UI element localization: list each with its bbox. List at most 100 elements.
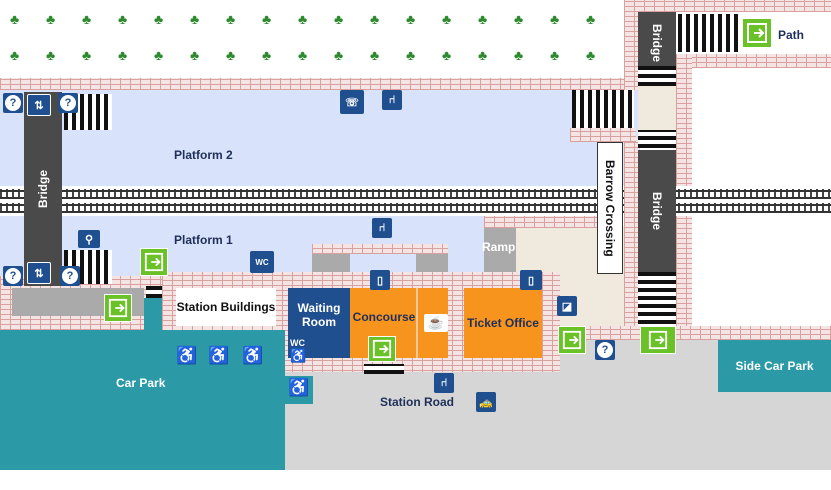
tree-icon: ♣ bbox=[154, 11, 164, 27]
station-buildings: Station Buildings bbox=[176, 288, 276, 326]
side-car-park-label: Side Car Park bbox=[735, 359, 814, 373]
station-buildings-label: Station Buildings bbox=[176, 300, 276, 314]
station-road-label: Station Road bbox=[380, 395, 454, 409]
tree-icon: ♣ bbox=[10, 11, 20, 27]
barrow-crossing-label: Barrow Crossing bbox=[603, 159, 617, 257]
crossing-bridge-top bbox=[638, 66, 676, 86]
step-concourse-exit bbox=[364, 364, 404, 374]
exit-icon[interactable] bbox=[640, 326, 676, 354]
bridge-top-right[interactable]: Bridge bbox=[638, 12, 676, 74]
path-label: Path bbox=[778, 28, 805, 42]
stairs-path bbox=[678, 14, 740, 52]
tree-icon: ♣ bbox=[262, 47, 272, 63]
tree-icon: ♣ bbox=[82, 11, 92, 27]
disabled-parking-icon: ♿ bbox=[242, 346, 264, 365]
help-icon[interactable]: ? bbox=[3, 93, 23, 113]
ticket-office[interactable]: Ticket Office bbox=[464, 288, 542, 358]
tree-icon: ♣ bbox=[334, 47, 344, 63]
tree-icon: ♣ bbox=[298, 11, 308, 27]
toilet-disabled-icon[interactable]: WC♿ bbox=[290, 338, 307, 363]
ramp-block-2 bbox=[416, 254, 448, 272]
concourse-label: Concourse bbox=[352, 310, 416, 324]
tree-icon: ♣ bbox=[82, 47, 92, 63]
seat-icon[interactable]: ⑁ bbox=[434, 373, 454, 393]
tree-icon: ♣ bbox=[46, 47, 56, 63]
disabled-parking-icon: ♿ bbox=[176, 346, 198, 365]
bridge-left[interactable]: Bridge bbox=[24, 92, 62, 286]
car-park[interactable] bbox=[0, 330, 285, 470]
help-point-icon[interactable]: ◪ bbox=[557, 296, 577, 316]
cycle-icon[interactable]: ⚲ bbox=[78, 230, 100, 248]
exit-icon[interactable] bbox=[558, 326, 586, 354]
tree-icon: ♣ bbox=[190, 11, 200, 27]
tree-icon: ♣ bbox=[478, 47, 488, 63]
ticket-machine-icon[interactable]: ▯ bbox=[520, 270, 542, 290]
tree-icon: ♣ bbox=[478, 11, 488, 27]
lift-icon[interactable]: ⇅ bbox=[27, 94, 51, 116]
tree-icon: ♣ bbox=[370, 11, 380, 27]
tree-icon: ♣ bbox=[154, 47, 164, 63]
tree-icon: ♣ bbox=[190, 47, 200, 63]
railway-track bbox=[0, 186, 831, 216]
barrow-crossing[interactable]: Barrow Crossing bbox=[597, 142, 623, 274]
wall-platform1-canopy bbox=[312, 244, 448, 254]
tree-icon: ♣ bbox=[334, 11, 344, 27]
car-park-upper bbox=[144, 298, 162, 332]
phone-icon[interactable]: ☏ bbox=[340, 90, 364, 114]
ticket-office-label: Ticket Office bbox=[467, 316, 539, 330]
taxi-icon[interactable]: 🚕 bbox=[476, 392, 496, 412]
ramp-block-3 bbox=[484, 228, 516, 272]
exit-icon[interactable] bbox=[368, 336, 396, 362]
side-car-park[interactable]: Side Car Park bbox=[718, 340, 831, 392]
tree-icon: ♣ bbox=[442, 11, 452, 27]
seat-icon[interactable]: ⑁ bbox=[382, 90, 402, 110]
tree-icon: ♣ bbox=[262, 11, 272, 27]
bridge-gap bbox=[638, 86, 676, 130]
step-car-park bbox=[146, 286, 162, 298]
car-park-label: Car Park bbox=[116, 376, 166, 390]
wall-top-right bbox=[624, 0, 831, 12]
tree-icon: ♣ bbox=[550, 47, 560, 63]
help-icon[interactable]: ? bbox=[58, 93, 78, 113]
toilet-icon[interactable]: WC bbox=[250, 251, 274, 273]
tree-icon: ♣ bbox=[118, 47, 128, 63]
waiting-room[interactable]: Waiting Room bbox=[288, 288, 350, 358]
tree-icon: ♣ bbox=[514, 47, 524, 63]
tree-icon: ♣ bbox=[586, 11, 596, 27]
concourse-divider bbox=[416, 288, 418, 358]
tree-icon: ♣ bbox=[514, 11, 524, 27]
bridge-top-right-label: Bridge bbox=[650, 23, 664, 62]
cafe-icon[interactable]: ☕ bbox=[424, 314, 448, 332]
wall-barrow-top bbox=[570, 128, 636, 142]
exit-icon[interactable] bbox=[104, 294, 132, 322]
tree-icon: ♣ bbox=[370, 47, 380, 63]
wall-right-lower bbox=[624, 138, 638, 338]
ramp-block-1 bbox=[312, 254, 350, 272]
ticket-machine-icon[interactable]: ▯ bbox=[370, 270, 390, 290]
tree-icon: ♣ bbox=[46, 11, 56, 27]
waiting-room-label: Waiting Room bbox=[297, 301, 341, 329]
tree-icon: ♣ bbox=[550, 11, 560, 27]
help-icon[interactable]: ? bbox=[3, 266, 23, 286]
wall-platform2-top bbox=[0, 78, 640, 90]
lift-icon[interactable]: ⇅ bbox=[27, 262, 51, 284]
wall-ramp-top bbox=[484, 216, 598, 228]
seat-icon[interactable]: ⑁ bbox=[372, 218, 392, 238]
help-icon[interactable]: ? bbox=[595, 340, 615, 360]
platform-1-label: Platform 1 bbox=[174, 233, 233, 247]
exit-icon[interactable] bbox=[742, 18, 772, 48]
tree-icon: ♣ bbox=[442, 47, 452, 63]
disabled-parking-icon: ♿ bbox=[288, 378, 310, 397]
crossing-bridge-mid bbox=[638, 130, 676, 148]
help-icon[interactable]: ? bbox=[60, 266, 80, 286]
ramp-label: Ramp bbox=[482, 240, 516, 254]
bridge-right-label: Bridge bbox=[650, 191, 664, 230]
exit-icon[interactable] bbox=[140, 248, 168, 276]
wall-bottom-right bbox=[560, 326, 831, 340]
tree-icon: ♣ bbox=[10, 47, 20, 63]
tree-icon: ♣ bbox=[226, 47, 236, 63]
wall-path-bottom bbox=[676, 54, 831, 68]
bridge-right[interactable]: Bridge bbox=[638, 150, 676, 272]
disabled-parking-bay bbox=[285, 376, 313, 404]
tree-icon: ♣ bbox=[226, 11, 236, 27]
